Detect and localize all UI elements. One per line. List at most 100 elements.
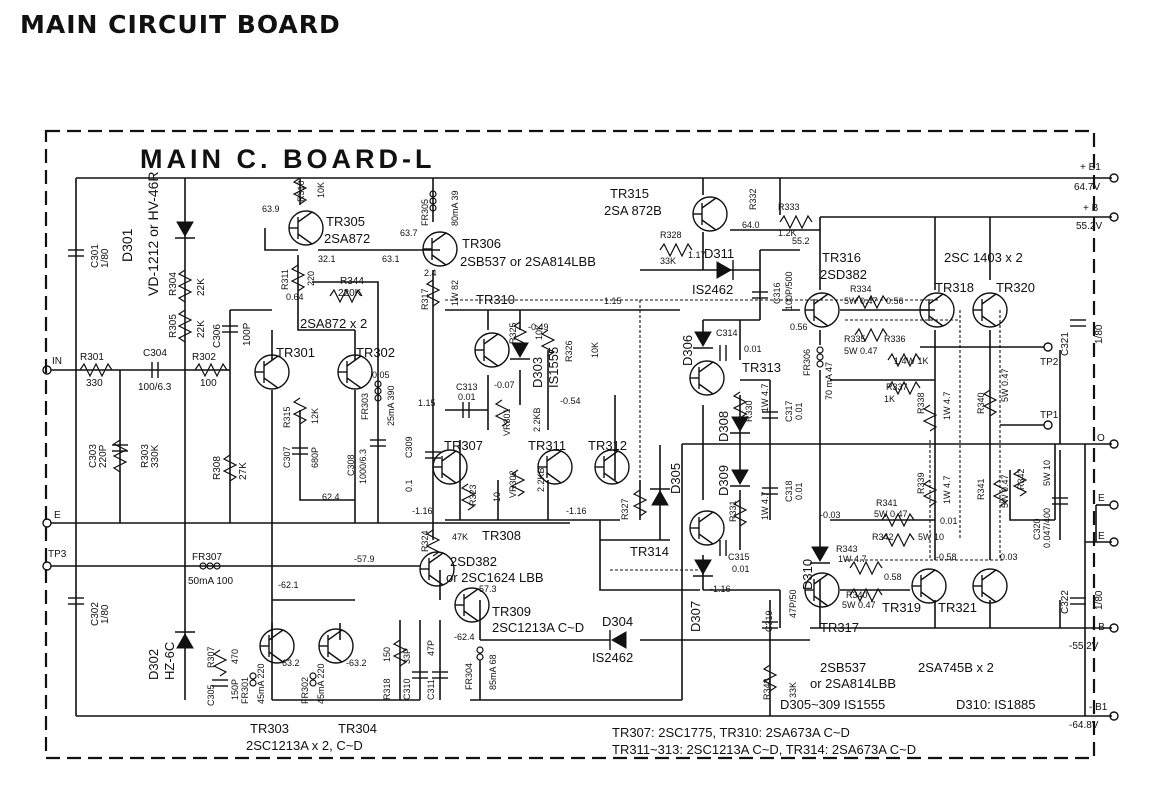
label-c317-val: 0.01 xyxy=(794,402,804,420)
tp2-circle xyxy=(1043,342,1053,352)
transistor-symbols xyxy=(254,196,1008,664)
label-r303-val: 330K xyxy=(150,444,161,468)
label-r326: R331 xyxy=(728,500,738,522)
label-tr305-part: 2SA872 xyxy=(324,231,370,246)
label-tr317: TR317 xyxy=(820,620,859,635)
transistor-tr317 xyxy=(804,572,840,608)
label-vr302: VR302 xyxy=(508,470,518,498)
transistor-tr304 xyxy=(318,628,354,664)
label-c303: C303 xyxy=(88,444,99,468)
label-fr303: FR303 xyxy=(360,393,370,420)
terminal-tp3: TP3 xyxy=(48,549,67,560)
label-r301-val: 330 xyxy=(86,378,103,389)
label-r311: R315 xyxy=(282,406,292,428)
label-d304: D304 xyxy=(602,614,633,629)
label-r304-val: 22K xyxy=(196,278,207,296)
label-d302-part: HZ-6C xyxy=(162,642,177,680)
label-r328: R333 xyxy=(778,202,800,212)
label-r317: R317 xyxy=(420,288,430,310)
label-r323: R327 xyxy=(620,498,630,520)
label-r337-val: 5W 10 xyxy=(918,532,944,542)
label-c309-val: 0.1 xyxy=(404,479,414,492)
voltage-reading: 63.7 xyxy=(400,228,418,238)
voltage-reading: 2.4 xyxy=(424,268,437,278)
label-c322: C322 xyxy=(1060,590,1071,614)
rail-label-pb: + B xyxy=(1083,203,1099,214)
label-r334-val: 1W 4.7 xyxy=(942,391,952,420)
rail-label-pb1: + B1 xyxy=(1080,162,1101,173)
label-r318: R323 xyxy=(468,484,478,506)
label-d301: D301 xyxy=(119,228,135,262)
voltage-reading: -57.9 xyxy=(354,554,375,564)
label-c315: C315 xyxy=(728,552,750,562)
label-vr301-val: 2.2KB xyxy=(532,407,542,432)
diode-d310 xyxy=(810,546,830,564)
label-r315: R318 xyxy=(382,678,392,700)
voltage-reading: 64.0 xyxy=(742,220,760,230)
label-fr307: FR307 xyxy=(192,552,222,563)
label-r341: R341 xyxy=(976,478,986,500)
label-tr313: TR313 xyxy=(742,360,781,375)
label-r304: R304 xyxy=(168,272,179,296)
transistor-tr314 xyxy=(689,510,725,546)
voltage-reading: 62.4 xyxy=(322,492,340,502)
label-r308-val: 27K xyxy=(238,462,249,480)
label-r333-val: 1K xyxy=(884,394,895,404)
rail-label-mb: - B xyxy=(1092,622,1105,633)
label-d307: D307 xyxy=(688,601,703,632)
label-r319: R324 xyxy=(420,530,430,552)
voltage-reading: -1.16 xyxy=(566,506,587,516)
label-c308-val: 1000/6.3 xyxy=(358,449,368,484)
voltage-reading: 0.01 xyxy=(940,516,958,526)
transistor-tr310 xyxy=(474,332,510,368)
label-tr304: TR304 xyxy=(338,721,377,736)
label-c303-val: 220P xyxy=(98,444,109,468)
voltage-reading: 63.1 xyxy=(382,254,400,264)
label-c316-val: 100P/500 xyxy=(784,271,794,310)
label-c320: C320 xyxy=(1032,518,1042,540)
label-tr321: TR321 xyxy=(938,600,977,615)
label-r342: R342 xyxy=(1016,468,1026,490)
transistor-tr305 xyxy=(288,210,324,246)
label-tr303-part: 2SC1213A x 2, C~D xyxy=(246,738,363,753)
note-tr317-part: 2SB537 xyxy=(820,660,866,675)
transistor-tr316 xyxy=(804,292,840,328)
voltage-reading: 1.15 xyxy=(418,398,436,408)
label-c321-val: 1/80 xyxy=(1094,324,1105,344)
label-r339-val: 5W 0.47 xyxy=(842,600,876,610)
label-r325-val: 1W 4.7 xyxy=(760,383,770,412)
label-r335-val: 1W 4.7 xyxy=(942,475,952,504)
label-r343: R343 xyxy=(762,678,772,700)
label-d308: D308 xyxy=(716,411,731,442)
label-2sd382: 2SD382 xyxy=(450,554,497,569)
label-r344: R344 xyxy=(340,276,364,287)
label-2sd382-part: or 2SC1624 LBB xyxy=(446,570,544,585)
fuse-resistor-symbols xyxy=(199,190,824,687)
rail-volt-pb: 55.2V xyxy=(1076,221,1102,232)
voltage-reading: -1.16 xyxy=(710,584,731,594)
label-tr316-part: 2SD382 xyxy=(820,267,867,282)
label-c313-val: 0.01 xyxy=(458,392,476,402)
label-c308: C308 xyxy=(346,454,356,476)
label-c311: C311 xyxy=(426,679,436,700)
label-c319: C319 xyxy=(764,610,774,632)
label-d303: D303 xyxy=(530,357,545,388)
label-tr309: TR309 xyxy=(492,604,531,619)
label-r322-val: 10K xyxy=(590,342,600,358)
voltage-reading: -57.3 xyxy=(476,584,497,594)
voltage-reading: 0.58 xyxy=(884,572,902,582)
tp1-circle xyxy=(1043,420,1053,430)
label-c305: C305 xyxy=(206,684,216,706)
label-r315-val: 150 xyxy=(382,647,392,662)
board-title: MAIN C. BOARD-L xyxy=(140,144,435,174)
note-d310: D310: IS1885 xyxy=(956,697,1036,712)
voltage-readings: 63.9 32.1 63.7 63.1 0.64 2.4 1.15 -0.49 … xyxy=(262,204,1018,668)
label-c314-val: 0.01 xyxy=(744,344,762,354)
label-c302: C302 xyxy=(90,602,101,626)
label-c304: C304 xyxy=(143,348,167,359)
label-tr309-part: 2SC1213A C~D xyxy=(492,620,584,635)
bottom-notes: 2SB537 2SA745B x 2 or 2SA814LBB D305~309… xyxy=(612,660,1036,757)
label-r319-val: 47K xyxy=(452,532,468,542)
diode-d303 xyxy=(510,342,530,360)
label-r311-val: 12K xyxy=(310,408,320,424)
